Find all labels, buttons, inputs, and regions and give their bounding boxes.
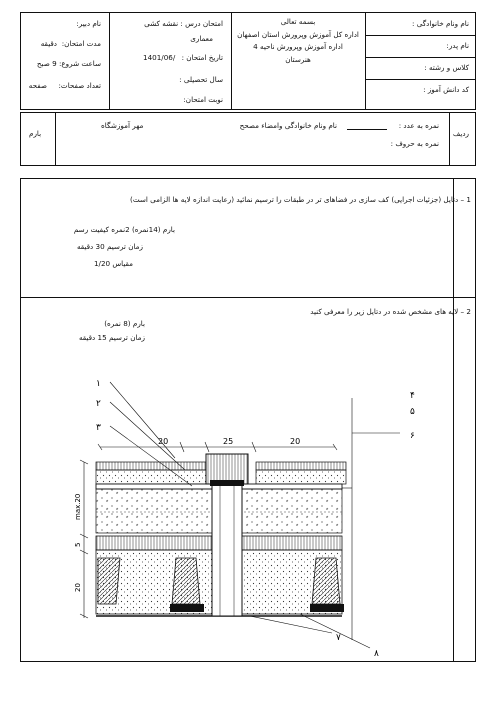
district-office: اداره آموزش وپرورش ناحیه 4 <box>253 42 343 52</box>
callout-3: ۳ <box>96 423 101 433</box>
dim-top-left: 20 <box>158 437 168 446</box>
header-divider <box>365 13 366 109</box>
score-column-divider <box>453 179 454 661</box>
teacher-label: نام دبیر: <box>76 19 101 28</box>
header-divider <box>109 13 110 109</box>
exam-date-value: 1401/06/ <box>143 53 176 62</box>
exam-date-label: تاریخ امتحان : <box>181 53 223 62</box>
exam-turn-label: نوبت امتحان: <box>183 95 223 104</box>
callout-8: ۸ <box>374 649 379 659</box>
question-1-scale: مقیاس 1/20 <box>93 259 133 268</box>
callout-5: ۵ <box>410 407 415 417</box>
score-letters-label: نمره به حروف : <box>390 139 439 148</box>
callout-6: ۶ <box>410 431 415 441</box>
exam-subject-cont: معماری <box>190 34 213 43</box>
province-office: اداره کل آموزش وپرورش استان اصفهان <box>237 29 359 39</box>
duration-label: مدت امتحان: <box>61 39 101 48</box>
question-1-title: 1 – دتایل (جزئیات اجرایی) کف سازی در فضا… <box>130 195 471 204</box>
callout-2: ۲ <box>96 399 101 409</box>
school-label: هنرستان <box>285 55 311 65</box>
class-label: کلاس و رشته : <box>424 63 469 72</box>
question-1-time: زمان ترسیم 30 دقیقه <box>76 242 143 251</box>
question-1-score: بارم (14نمره) 2نمره کیفیت رسم <box>73 225 175 234</box>
corrector-label: نام ونام خانوادگی وامضاء مصحح <box>239 121 337 130</box>
callout-1: ۱ <box>96 379 101 389</box>
exam-header: نام ونام خانوادگی : نام پدر: کلاس و رشته… <box>20 12 476 110</box>
grading-row: ردیف نمره به عدد : نمره به حروف : نام ون… <box>20 112 476 166</box>
dim-left-mid: 5 <box>74 543 82 547</box>
school-stamp-label: مهر آموزشگاه <box>101 121 144 130</box>
bismillah: بسمه تعالی <box>280 17 316 26</box>
exam-subject: امتحان درس : نقشه کشی <box>144 19 223 28</box>
dim-top-center: 25 <box>223 437 233 446</box>
callout-7: ۷ <box>336 633 341 643</box>
score-column-label: بارم <box>29 129 42 138</box>
student-code-label: کد دانش آموز : <box>423 85 469 94</box>
school-year-label: سال تحصیلی : <box>179 75 223 84</box>
start-time-label: ساعت شروع: 9 صبح <box>36 59 101 68</box>
father-name-label: نام پدر: <box>446 41 469 50</box>
question-2-score: بارم (8 نمره) <box>104 319 145 328</box>
question-2-title: 2 – لایه های مشخص شده در دتایل زیر را مع… <box>310 307 471 316</box>
student-name-label: نام ونام خانوادگی : <box>412 19 469 28</box>
score-number-blank <box>347 129 387 130</box>
duration-unit: دقیقه <box>40 39 57 48</box>
callout-4: ۴ <box>410 391 415 401</box>
pages-label: تعداد صفحات: <box>58 81 101 90</box>
header-center: بسمه تعالی اداره کل آموزش وپرورش استان ا… <box>231 17 365 65</box>
score-number-label: نمره به عدد : <box>398 121 439 130</box>
question-2-time: زمان ترسیم 15 دقیقه <box>78 333 145 342</box>
question-divider <box>21 297 475 298</box>
questions-box: 1 – دتایل (جزئیات اجرایی) کف سازی در فضا… <box>20 178 476 662</box>
pages-unit: صفحه <box>28 81 47 90</box>
dim-left-max: max.20 <box>74 494 82 520</box>
row-label: ردیف <box>452 129 469 138</box>
dim-left-bottom: 20 <box>74 583 82 592</box>
header-divider <box>231 13 232 109</box>
dim-top-right: 20 <box>290 437 300 446</box>
